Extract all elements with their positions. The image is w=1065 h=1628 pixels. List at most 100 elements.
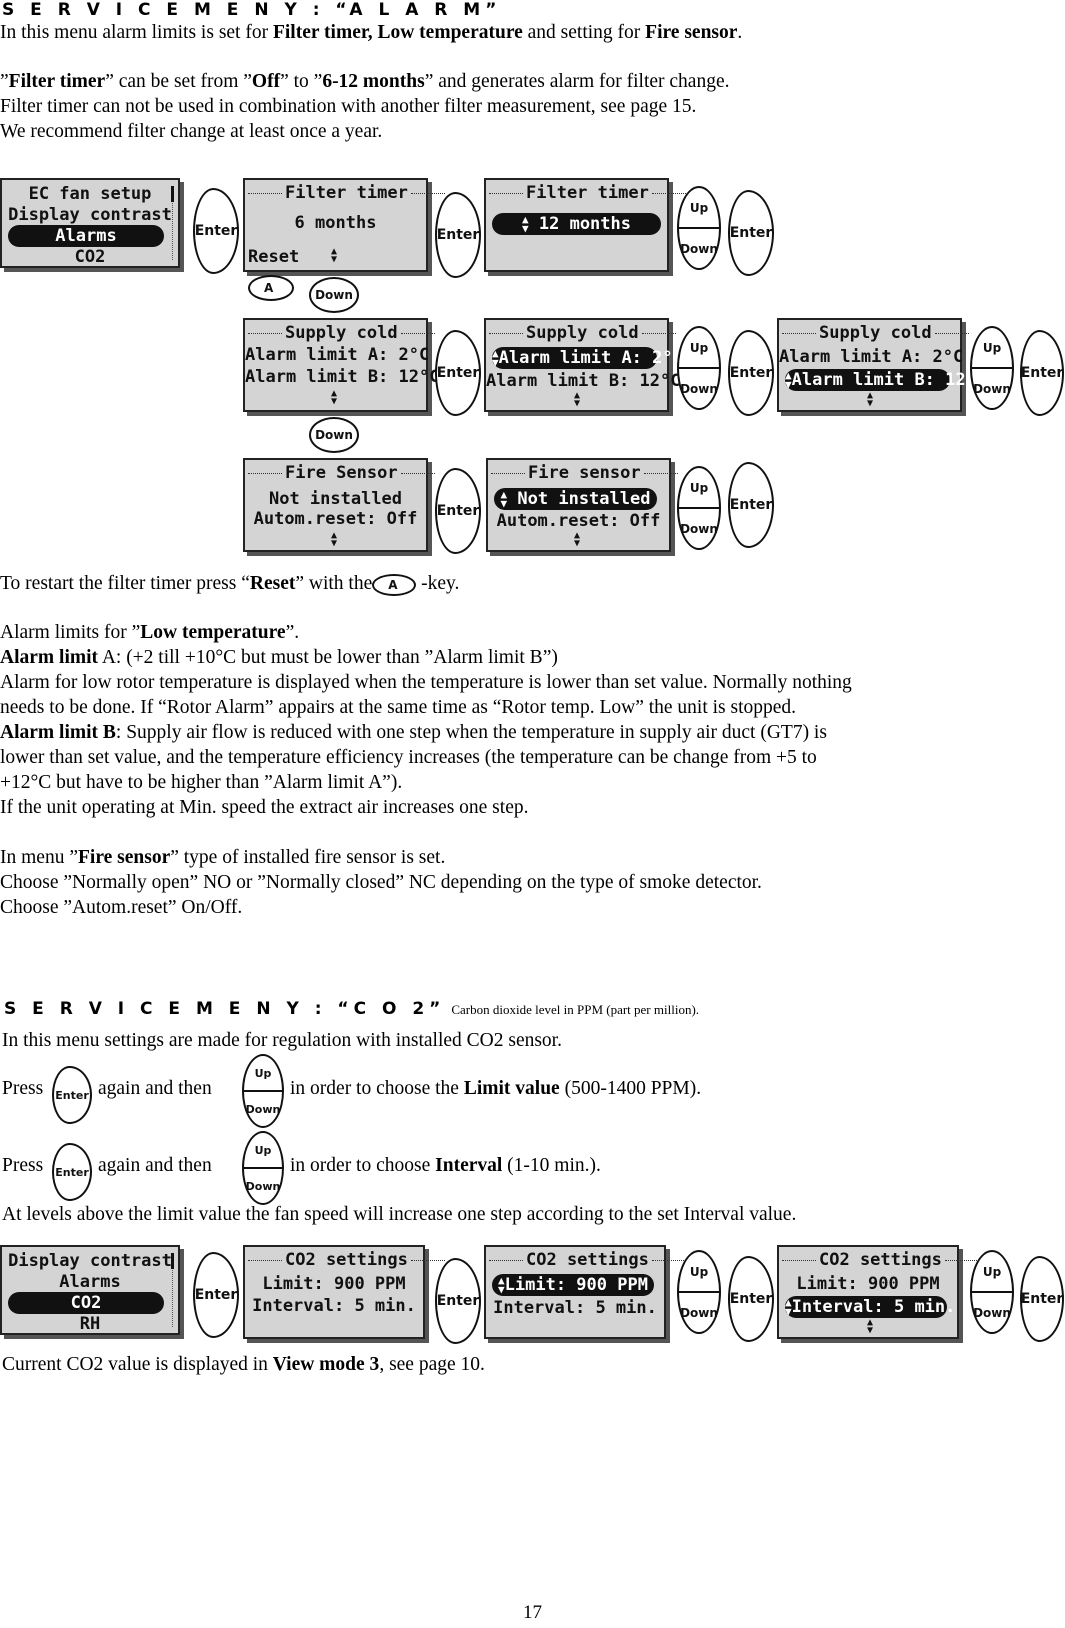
enter-key[interactable]: Enter xyxy=(728,190,774,276)
co2-intro: In this menu settings are made for regul… xyxy=(2,1030,562,1051)
alarm-limit-a: Alarm limit A: 2°C xyxy=(245,345,430,365)
up-down-arrows-icon: ▲▼ xyxy=(785,1296,792,1318)
lcd-fire-sensor-edit: Fire sensor ▲▼ Not installed Autom.reset… xyxy=(486,458,671,552)
page-number: 17 xyxy=(523,1602,542,1623)
filter-value: 6 months xyxy=(294,213,377,233)
lcd-filter-timer-edit: Filter timer ▲▼ 12 months xyxy=(484,178,669,272)
co2-interval: Interval: 5 min. xyxy=(252,1296,416,1316)
enter-key[interactable]: Enter xyxy=(1020,330,1064,416)
up-key[interactable]: Up xyxy=(972,328,1012,369)
enter-key[interactable]: Enter xyxy=(728,330,774,416)
lcd-title: CO2 settings xyxy=(245,1249,423,1271)
up-key[interactable]: Up xyxy=(972,1252,1012,1293)
down-key[interactable]: Down xyxy=(309,277,359,313)
low-temp-text-1: Alarm for low rotor temperature is displ… xyxy=(0,672,852,693)
restart-text: To restart the filter timer press “Reset… xyxy=(0,571,459,597)
enter-key[interactable]: Enter xyxy=(52,1066,92,1124)
enter-key[interactable]: Enter xyxy=(52,1143,92,1201)
up-down-arrows-icon: ▲▼ xyxy=(866,390,874,409)
alarm-limit-a-selected: ▲▼Alarm limit A: 2°C xyxy=(492,347,683,369)
menu-item-alarms: Alarms xyxy=(59,1272,121,1292)
down-key[interactable]: Down xyxy=(245,1102,281,1116)
up-down-arrows-icon: ▲▼ xyxy=(785,369,792,391)
down-key[interactable]: Down xyxy=(245,1179,281,1193)
co2-heading: S E R V I C E M E N Y : “C O 2”Carbon di… xyxy=(4,999,700,1019)
up-down-arrows-icon: ▲▼ xyxy=(573,390,581,409)
alarm-limit-a: Alarm limit A: 2°C xyxy=(779,347,964,367)
down-key[interactable]: Down xyxy=(973,381,1011,396)
down-key[interactable]: Down xyxy=(309,417,359,453)
up-down-arrows-icon: ▲▼ xyxy=(498,1274,505,1296)
enter-key[interactable]: Enter xyxy=(1020,1256,1064,1342)
enter-key[interactable]: Enter xyxy=(435,330,481,416)
enter-key[interactable]: Enter xyxy=(435,468,481,554)
up-key[interactable]: Up xyxy=(679,328,719,369)
lcd-title: Fire Sensor xyxy=(245,462,426,484)
lcd-main-menu-co2: Display contrast Alarms CO2 RH xyxy=(0,1245,180,1335)
co2-interval-selected: ▲▼Interval: 5 min. xyxy=(785,1296,956,1318)
lcd-supply-cold-edit-b: Supply cold Alarm limit A: 2°C ▲▼Alarm l… xyxy=(777,318,987,412)
reset-line: Reset xyxy=(248,247,300,267)
up-key[interactable]: Up xyxy=(244,1056,282,1092)
down-key[interactable]: Down xyxy=(680,1305,718,1320)
down-key[interactable]: Down xyxy=(680,381,718,396)
enter-key[interactable]: Enter xyxy=(193,1252,239,1338)
enter-key[interactable]: Enter xyxy=(193,188,239,274)
scrollbar-thumb xyxy=(171,1253,174,1269)
co2-interval: Interval: 5 min. xyxy=(493,1298,657,1318)
up-down-arrows-icon: ▲▼ xyxy=(500,488,508,510)
up-down-arrows-icon: ▲▼ xyxy=(492,347,499,369)
alarm-limits-title: Alarm limits for ”Low temperature”. xyxy=(0,622,300,643)
up-key[interactable]: Up xyxy=(679,1252,719,1293)
alarm-limit-b-text: Alarm limit B: Supply air flow is reduce… xyxy=(0,722,827,743)
lcd-title: Filter timer xyxy=(245,182,426,204)
fire-sensor-text-3: Choose ”Autom.reset” On/Off. xyxy=(0,897,243,918)
scrollbar-track xyxy=(172,1253,173,1327)
menu-item-alarms: Alarms xyxy=(8,225,164,247)
enter-key[interactable]: Enter xyxy=(728,1256,774,1342)
alarm-limit-b-selected: ▲▼Alarm limit B: 12°C xyxy=(785,369,987,391)
enter-key[interactable]: Enter xyxy=(728,462,774,548)
lcd-fire-sensor: Fire Sensor Not installed Autom.reset: O… xyxy=(243,458,428,552)
up-down-arrows-icon: ▲▼ xyxy=(573,530,581,549)
lcd-filter-timer: Filter timer 6 months Reset ▲▼ xyxy=(243,178,428,272)
lcd-title: Fire sensor xyxy=(488,462,669,484)
lcd-co2-settings: CO2 settings Limit: 900 PPM Interval: 5 … xyxy=(243,1245,425,1339)
up-down-arrows-icon: ▲▼ xyxy=(330,388,338,407)
up-down-arrows-icon: ▲▼ xyxy=(522,213,529,235)
co2-limit-selected: ▲▼Limit: 900 PPM xyxy=(492,1274,654,1296)
autom-reset: Autom.reset: Off xyxy=(496,511,661,531)
lcd-title: Supply cold xyxy=(486,322,667,344)
up-key[interactable]: Up xyxy=(679,188,719,229)
low-temp-text-2: needs to be done. If “Rotor Alarm” appai… xyxy=(0,697,797,718)
down-key[interactable]: Down xyxy=(680,521,718,536)
down-key[interactable]: Down xyxy=(973,1305,1011,1320)
alarm-limit-a-text: Alarm limit A: (+2 till +10°C but must b… xyxy=(0,647,558,668)
co2-heading-note: Carbon dioxide level in PPM (part per mi… xyxy=(451,1002,700,1017)
menu-item-display-contrast: Display contrast xyxy=(8,1251,172,1271)
up-down-arrows-icon: ▲▼ xyxy=(330,246,338,265)
down-key[interactable]: Down xyxy=(680,241,718,256)
alarm-heading: S E R V I C E M E N Y : “A L A R M” xyxy=(2,0,502,20)
a-key[interactable]: A xyxy=(372,574,417,597)
scrollbar-track xyxy=(172,186,173,260)
a-key[interactable]: A xyxy=(248,275,294,301)
fire-sensor-text-1: In menu ”Fire sensor” type of installed … xyxy=(0,847,446,868)
lcd-title: Filter timer xyxy=(486,182,667,204)
filter-recommend: We recommend filter change at least once… xyxy=(0,121,383,142)
filter-timer-paragraph: ”Filter timer” can be set from ”Off” to … xyxy=(0,71,730,92)
enter-key[interactable]: Enter xyxy=(435,1258,481,1344)
up-down-arrows-icon: ▲▼ xyxy=(330,530,338,549)
up-key[interactable]: Up xyxy=(244,1133,282,1169)
co2-fan-speed-text: At levels above the limit value the fan … xyxy=(2,1204,797,1225)
enter-key[interactable]: Enter xyxy=(435,192,481,278)
up-key[interactable]: Up xyxy=(679,468,719,509)
